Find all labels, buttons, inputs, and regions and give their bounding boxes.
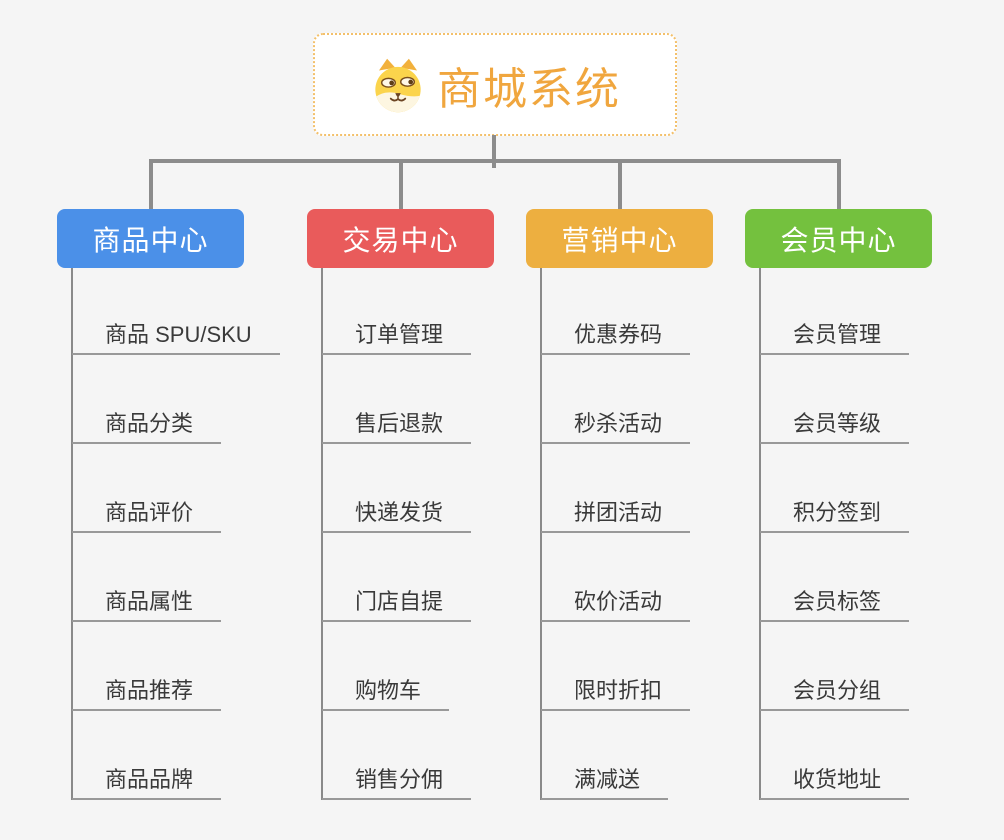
leaf-item[interactable]: 拼团活动 [541,495,691,533]
leaf-item[interactable]: 会员管理 [760,317,910,355]
leaf-item[interactable]: 商品推荐 [72,673,222,711]
leaf-item[interactable]: 会员等级 [760,406,910,444]
leaf-item[interactable]: 限时折扣 [541,673,691,711]
leaf-item[interactable]: 收货地址 [760,762,910,800]
branch-connector-line [398,159,403,211]
column-spine-line [321,268,323,800]
leaf-item[interactable]: 商品 SPU/SKU [72,317,280,355]
leaf-item[interactable]: 积分签到 [760,495,910,533]
leaf-item[interactable]: 商品品牌 [72,762,222,800]
leaf-item[interactable]: 砍价活动 [541,584,691,622]
leaf-item[interactable]: 购物车 [322,673,450,711]
branch-connector-line [148,159,153,211]
column-spine-line [71,268,73,800]
root-connector-line [492,135,496,168]
leaf-item[interactable]: 会员分组 [760,673,910,711]
leaf-item[interactable]: 售后退款 [322,406,472,444]
leaf-item[interactable]: 会员标签 [760,584,910,622]
branch-node-3[interactable]: 营销中心 [526,209,713,268]
column-spine-line [540,268,542,800]
branch-node-4[interactable]: 会员中心 [745,209,932,268]
branch-node-2[interactable]: 交易中心 [307,209,494,268]
leaf-item[interactable]: 销售分佣 [322,762,472,800]
branch-connector-line [617,159,622,211]
leaf-item[interactable]: 订单管理 [322,317,472,355]
doge-icon [369,56,427,114]
root-node[interactable]: 商城系统 [313,33,677,136]
leaf-item[interactable]: 商品评价 [72,495,222,533]
branch-node-1[interactable]: 商品中心 [57,209,244,268]
leaf-item[interactable]: 快递发货 [322,495,472,533]
column-spine-line [759,268,761,800]
leaf-item[interactable]: 商品属性 [72,584,222,622]
bus-connector-line [148,159,841,163]
leaf-item[interactable]: 门店自提 [322,584,472,622]
leaf-item[interactable]: 商品分类 [72,406,222,444]
root-title: 商城系统 [437,64,621,114]
leaf-item[interactable]: 优惠券码 [541,317,691,355]
branch-connector-line [836,159,841,211]
leaf-item[interactable]: 满减送 [541,762,669,800]
leaf-item[interactable]: 秒杀活动 [541,406,691,444]
